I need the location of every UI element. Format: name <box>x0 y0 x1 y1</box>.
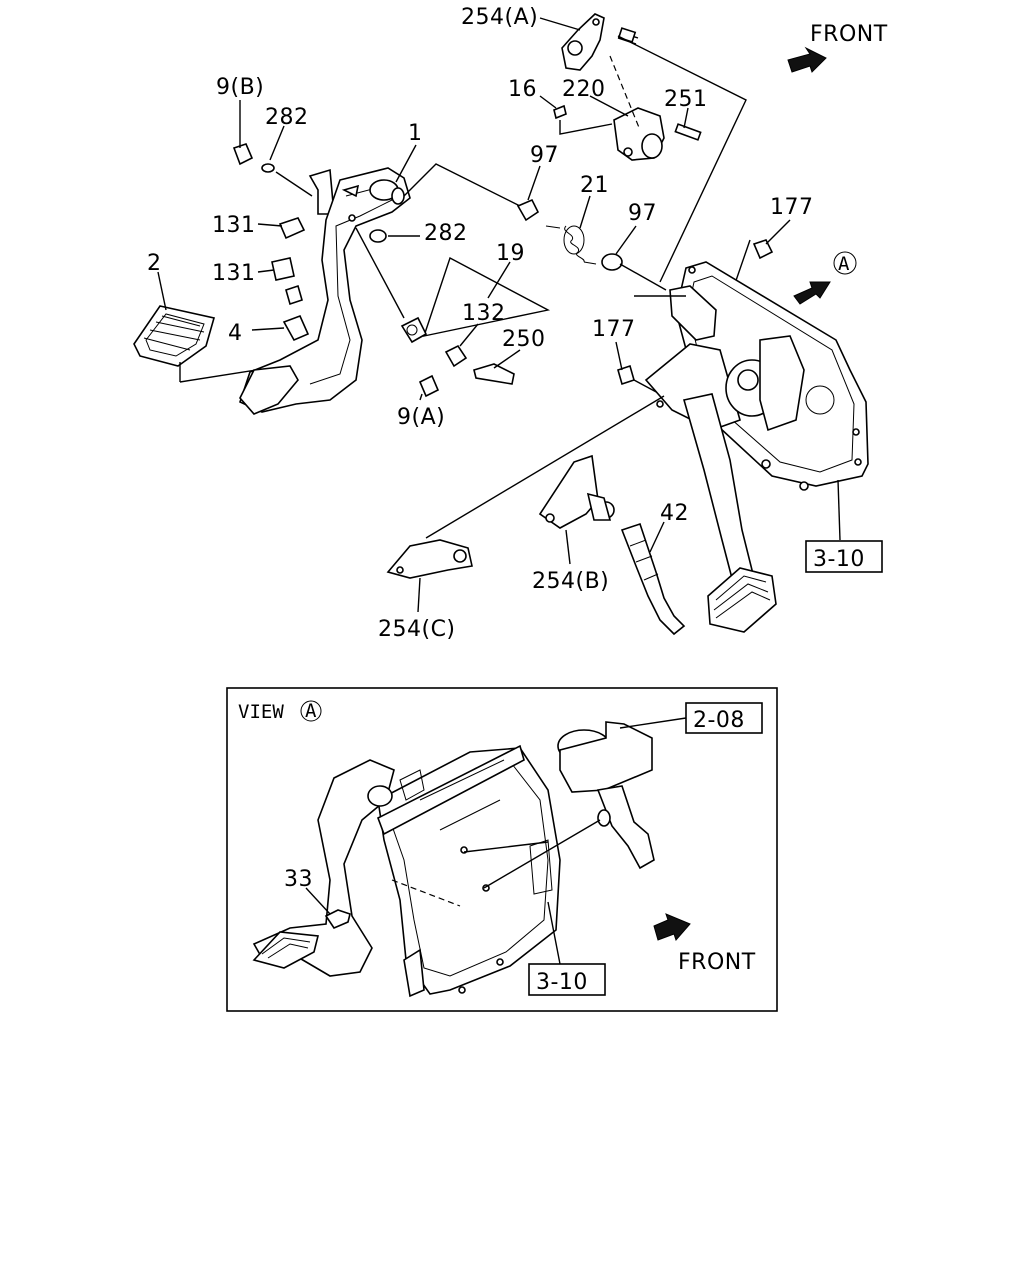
ref-box-top <box>805 540 883 573</box>
callout-2: 2 <box>147 251 162 276</box>
view-a-title-circle <box>300 700 322 722</box>
ref-label-inset-master: 2-08 <box>693 708 745 733</box>
callout-251: 251 <box>664 87 708 112</box>
front-arrow-bottom <box>653 913 691 941</box>
callout-97-lower: 97 <box>628 201 657 226</box>
view-a-marker: A <box>838 253 850 275</box>
view-a-title: VIEW <box>238 701 284 723</box>
callout-97-upper: 97 <box>530 143 559 168</box>
callout-131-lower: 131 <box>212 261 256 286</box>
view-a-title-marker: A <box>305 700 317 722</box>
callout-254b: 254(B) <box>532 569 609 594</box>
clip-131-lower <box>271 257 303 306</box>
callout-220: 220 <box>562 77 606 102</box>
spring-21 <box>545 225 597 265</box>
callout-1: 1 <box>408 121 423 146</box>
nut-132 <box>444 344 468 368</box>
callout-131-upper: 131 <box>212 213 256 238</box>
inset-pedal-assembly <box>252 721 655 998</box>
callout-282-mid: 282 <box>424 221 468 246</box>
washer-282-top <box>261 163 275 173</box>
stopper-4 <box>282 314 310 342</box>
callout-4: 4 <box>228 321 243 346</box>
callout-33: 33 <box>284 867 313 892</box>
front-arrow-top <box>787 46 827 73</box>
callout-19: 19 <box>496 241 525 266</box>
switch-220 <box>613 107 702 161</box>
view-a-inset-frame <box>226 687 778 1012</box>
bracket-254b <box>538 454 615 529</box>
nut-177-right <box>752 239 774 260</box>
bushing-97b <box>601 253 623 271</box>
pin-19 <box>400 316 428 344</box>
callout-177-right: 177 <box>770 195 814 220</box>
clip-16 <box>553 104 567 120</box>
bushing-97a <box>516 198 540 222</box>
bolt-33 <box>324 909 351 929</box>
pedal-pad-2 <box>133 305 216 367</box>
callout-9b: 9(B) <box>216 75 264 100</box>
pedal-bracket-assembly <box>644 261 869 633</box>
ref-label-inset: 3-10 <box>536 970 588 995</box>
clip-131-upper <box>278 217 306 240</box>
callout-282-top: 282 <box>265 105 309 130</box>
washer-282-mid <box>369 229 387 243</box>
view-a-arrow <box>793 251 857 305</box>
bolt-250 <box>473 363 515 385</box>
bracket-254a <box>561 13 639 71</box>
callout-42: 42 <box>660 501 689 526</box>
ref-box-inset-master <box>685 702 763 734</box>
pedal-foot <box>239 365 299 415</box>
ref-box-inset <box>528 963 606 996</box>
bracket-small <box>308 168 335 215</box>
ref-label-top: 3-10 <box>813 547 865 572</box>
front-label-bottom: FRONT <box>678 950 756 975</box>
callout-16: 16 <box>508 77 537 102</box>
bracket-254c <box>386 539 473 579</box>
bushing-9a <box>418 374 440 398</box>
switch-42 <box>620 522 686 636</box>
callout-254c: 254(C) <box>378 617 456 642</box>
callout-9a: 9(A) <box>397 405 445 430</box>
callout-254a: 254(A) <box>461 5 538 30</box>
callout-21: 21 <box>580 173 609 198</box>
callout-250: 250 <box>502 327 546 352</box>
callout-132: 132 <box>462 301 506 326</box>
nut-9b <box>232 143 254 166</box>
callout-177-left: 177 <box>592 317 636 342</box>
front-label-top: FRONT <box>810 22 888 47</box>
nut-177-left <box>617 364 635 386</box>
